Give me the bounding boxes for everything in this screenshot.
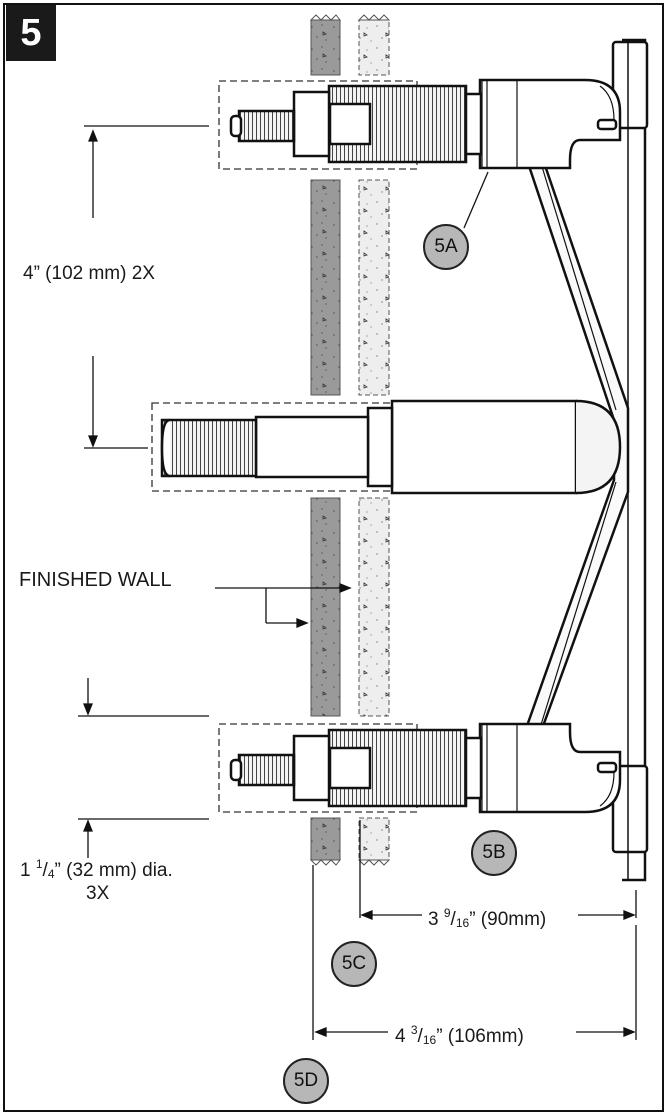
dimension-lines (78, 125, 637, 1040)
finished-wall-light (358, 19, 390, 861)
callout-5d: 5D (283, 1058, 329, 1104)
callout-5c: 5C (331, 941, 377, 987)
hole-diameter-label: 1 1/4” (32 mm) dia. (20, 857, 173, 881)
spacing-dimension-label: 4” (102 mm) 2X (23, 263, 155, 284)
callout-5a: 5A (423, 224, 469, 270)
mounting-plate (611, 38, 649, 882)
dimension-106mm-label: 4 3/16” (106mm) (395, 1023, 524, 1047)
diagram-frame (3, 3, 664, 1112)
finished-wall-dark (310, 19, 341, 861)
finished-wall-label: FINISHED WALL (19, 569, 172, 591)
lower-elbow (478, 722, 622, 814)
callout-5b: 5B (471, 830, 517, 876)
step-number-badge: 5 (6, 5, 56, 61)
center-valve-body (160, 399, 622, 495)
hole-count-label: 3X (86, 883, 110, 904)
upper-valve (229, 84, 483, 164)
dimension-90mm-label: 3 9/16” (90mm) (428, 906, 547, 930)
upper-elbow (478, 78, 622, 170)
lower-valve (229, 728, 483, 808)
